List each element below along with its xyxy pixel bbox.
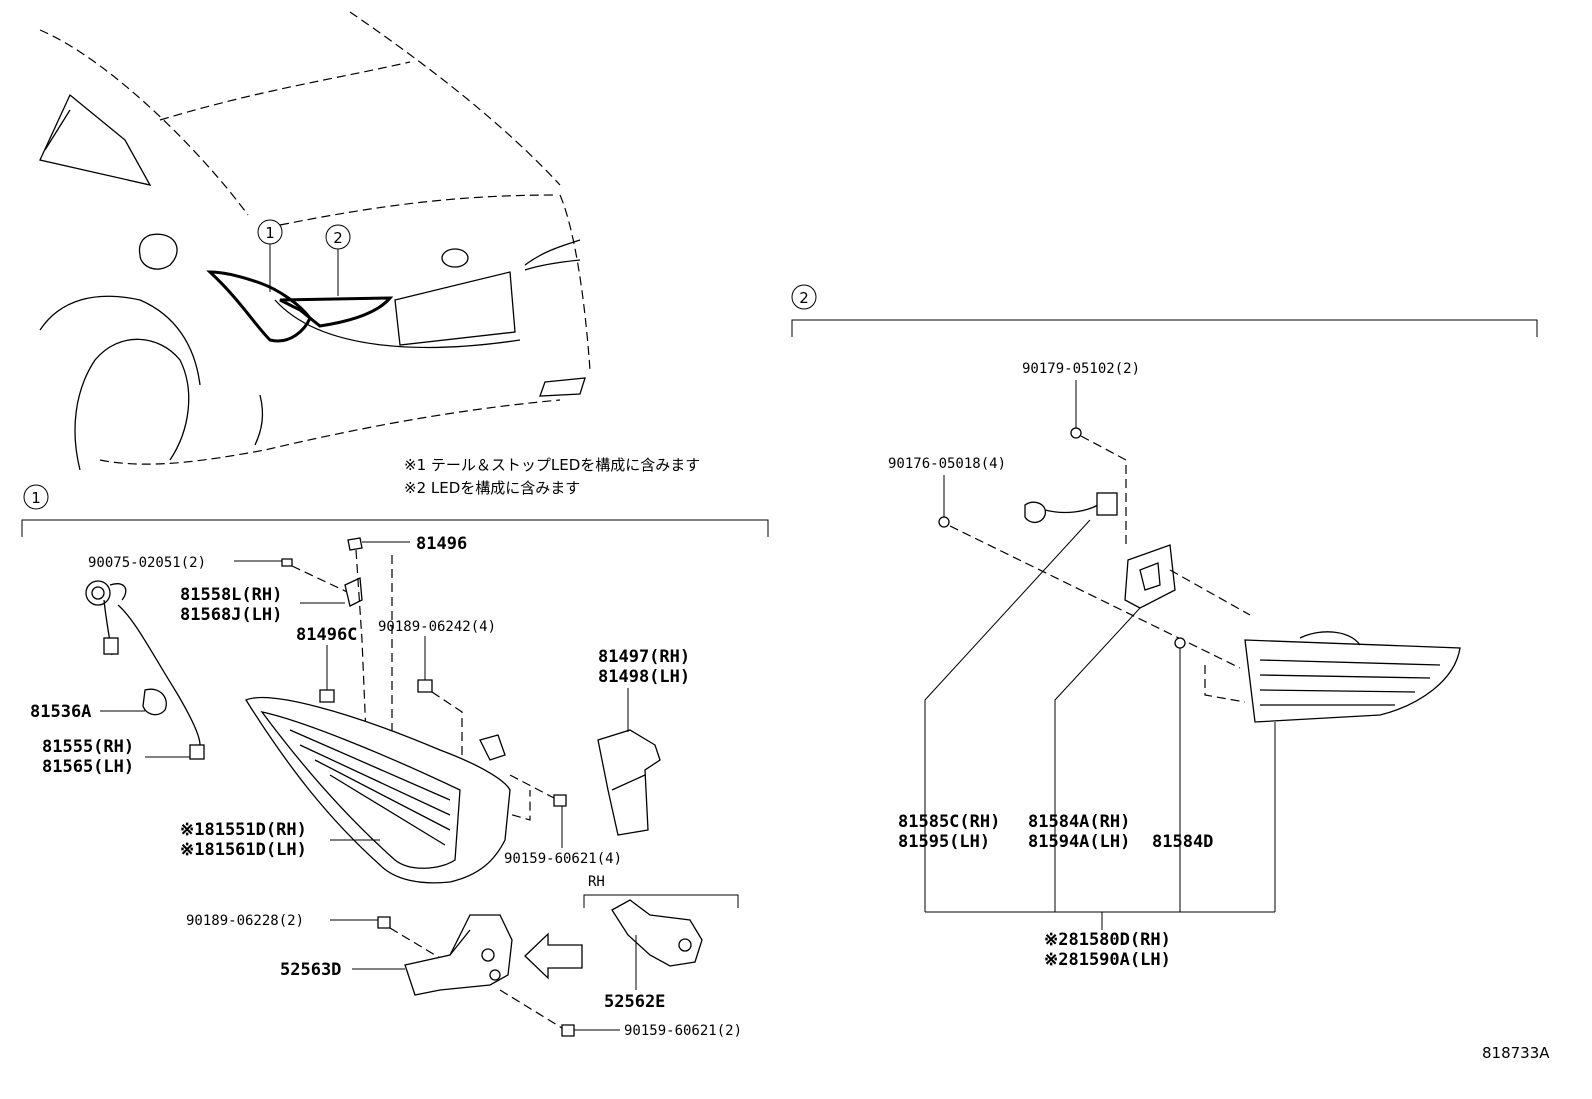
callout-1-car: 1	[257, 219, 283, 292]
part-81594a: 81594A(LH)	[1028, 832, 1130, 852]
part-90159-60621-4: 90159-60621(4)	[504, 851, 622, 867]
rh-bracket	[583, 894, 739, 908]
section-1-bracket	[21, 519, 769, 537]
part-81584d: 81584D	[1152, 832, 1213, 852]
direction-arrow	[524, 932, 583, 980]
nut-81584d	[1174, 637, 1186, 649]
part-81498: 81498(LH)	[598, 667, 690, 687]
part-81590a: ※281590A(LH)	[1044, 950, 1171, 970]
nut-90179	[1070, 427, 1082, 439]
callout-2-car: 2	[325, 224, 351, 296]
part-90075-02051: 90075-02051(2)	[88, 555, 206, 571]
part-90189-06228: 90189-06228(2)	[186, 913, 304, 929]
socket-wire-81585c	[1024, 492, 1118, 524]
clip-81496	[347, 537, 363, 551]
callout-2-text: 2	[333, 229, 343, 247]
screw-90189-06228	[377, 916, 391, 929]
diagram-reference-number: 818733A	[1482, 1044, 1550, 1062]
part-52562e: 52562E	[604, 992, 665, 1012]
part-81558l: 81558L(RH)	[180, 585, 282, 605]
part-81497: 81497(RH)	[598, 647, 690, 667]
note-1: ※1 テール＆ストップLEDを構成に含みます	[404, 456, 700, 474]
bracket-52562e	[611, 899, 703, 967]
car-overview-illustration	[39, 11, 591, 471]
part-81555: 81555(RH)	[42, 737, 134, 757]
part-81565: 81565(LH)	[42, 757, 134, 777]
screw-90159-a	[553, 794, 567, 807]
screw-90159-b	[561, 1024, 575, 1037]
part-90176-05018: 90176-05018(4)	[888, 456, 1006, 472]
section-1: 1	[21, 484, 769, 1039]
lamp-81580d	[1244, 631, 1461, 723]
part-90159-60621-2: 90159-60621(2)	[624, 1023, 742, 1039]
bracket-81558l	[344, 577, 363, 607]
section-1-badge	[23, 484, 49, 510]
part-90179-05102: 90179-05102(2)	[1022, 361, 1140, 377]
section-2-badge	[791, 284, 817, 310]
screw-90189-06242	[417, 679, 433, 693]
rh-label: RH	[588, 874, 605, 890]
part-81595: 81595(LH)	[898, 832, 990, 852]
part-81551d: ※181551D(RH)	[180, 820, 307, 840]
part-90189-06242: 90189-06242(4)	[378, 619, 496, 635]
part-81568j: 81568J(LH)	[180, 605, 282, 625]
part-81561d: ※181561D(LH)	[180, 840, 307, 860]
tail-lamp-81551d	[245, 697, 511, 884]
section-2-label: 2	[799, 289, 809, 307]
section-2: 2	[791, 284, 1538, 970]
note-2: ※2 LEDを構成に含みます	[404, 479, 580, 497]
part-81496: 81496	[416, 534, 467, 554]
part-81585c: 81585C(RH)	[898, 812, 1000, 832]
section-1-label: 1	[31, 489, 41, 507]
part-81536a: 81536A	[30, 702, 91, 722]
bracket-81584a	[1124, 544, 1176, 609]
screw-90075	[281, 558, 293, 567]
nut-90176	[938, 516, 950, 528]
section-2-bracket	[791, 319, 1538, 337]
part-81584a: 81584A(RH)	[1028, 812, 1130, 832]
reflector-81497	[597, 729, 661, 836]
clip-81496c	[319, 689, 335, 703]
part-52563d: 52563D	[280, 960, 341, 980]
part-81496c: 81496C	[296, 625, 357, 645]
part-81580d: ※281580D(RH)	[1044, 930, 1171, 950]
bracket-52563d	[404, 914, 513, 996]
wire-harness-81555	[85, 580, 205, 760]
callout-1-text: 1	[265, 224, 275, 242]
